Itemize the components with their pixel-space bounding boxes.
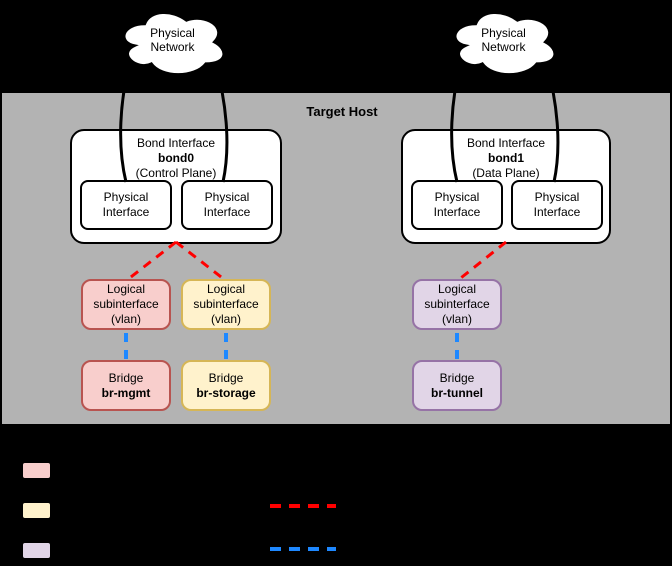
subinterface-label: Logical — [206, 282, 246, 296]
subinterface-label: Logical — [437, 282, 477, 296]
bridge-br-storage-box: Bridge br-storage — [181, 360, 271, 411]
physical-interface-label: Physical — [534, 190, 580, 204]
physical-interface-box: Physical Interface — [181, 180, 273, 230]
bond0-title: Bond Interface — [136, 136, 216, 150]
subinterface-label: subinterface — [424, 297, 490, 311]
legend-swatch-yellow — [21, 501, 52, 520]
physical-interface-box: Physical Interface — [80, 180, 172, 230]
physical-interface-label: Physical — [103, 190, 149, 204]
physical-interface-box: Physical Interface — [411, 180, 503, 230]
physical-interface-label: Physical — [204, 190, 250, 204]
cloud-label-line: Network — [150, 40, 195, 54]
physical-interface-label: Interface — [102, 205, 150, 219]
bond1-title: Bond Interface — [466, 136, 546, 150]
physical-interface-box: Physical Interface — [511, 180, 603, 230]
bond0-name: bond0 — [158, 151, 194, 165]
logical-subinterface-box-mgmt: Logical subinterface (vlan) — [81, 279, 171, 330]
logical-subinterface-box-storage: Logical subinterface (vlan) — [181, 279, 271, 330]
bridge-name: br-storage — [196, 385, 256, 400]
subinterface-label: subinterface — [193, 297, 259, 311]
bond1-name: bond1 — [488, 151, 524, 165]
bond0-plane: (Control Plane) — [135, 166, 217, 180]
physical-interface-label: Interface — [433, 205, 481, 219]
cloud-label-line: Physical — [481, 26, 526, 40]
cloud-label-line: Network — [481, 40, 526, 54]
logical-subinterface-box-tunnel: Logical subinterface (vlan) — [412, 279, 502, 330]
subinterface-label: (vlan) — [110, 312, 141, 326]
bridge-br-tunnel-box: Bridge br-tunnel — [412, 360, 502, 411]
physical-interface-label: Interface — [533, 205, 581, 219]
physical-interface-label: Interface — [203, 205, 251, 219]
legend-swatch-purple — [21, 541, 52, 560]
subinterface-label: subinterface — [93, 297, 159, 311]
bridge-label: Bridge — [208, 370, 244, 385]
subinterface-label: (vlan) — [441, 312, 472, 326]
physical-network-label: Physical Network — [117, 26, 228, 54]
legend-swatch-pink — [21, 461, 52, 480]
bridge-br-mgmt-box: Bridge br-mgmt — [81, 360, 171, 411]
bond1-plane: (Data Plane) — [472, 166, 540, 180]
bridge-name: br-tunnel — [431, 385, 483, 400]
bridge-label: Bridge — [439, 370, 475, 385]
bridge-label: Bridge — [108, 370, 144, 385]
target-host-label: Target Host — [306, 104, 378, 119]
subinterface-label: Logical — [106, 282, 146, 296]
subinterface-label: (vlan) — [210, 312, 241, 326]
bridge-name: br-mgmt — [101, 385, 151, 400]
physical-network-label: Physical Network — [448, 26, 559, 54]
physical-interface-label: Physical — [434, 190, 480, 204]
cloud-label-line: Physical — [150, 26, 195, 40]
